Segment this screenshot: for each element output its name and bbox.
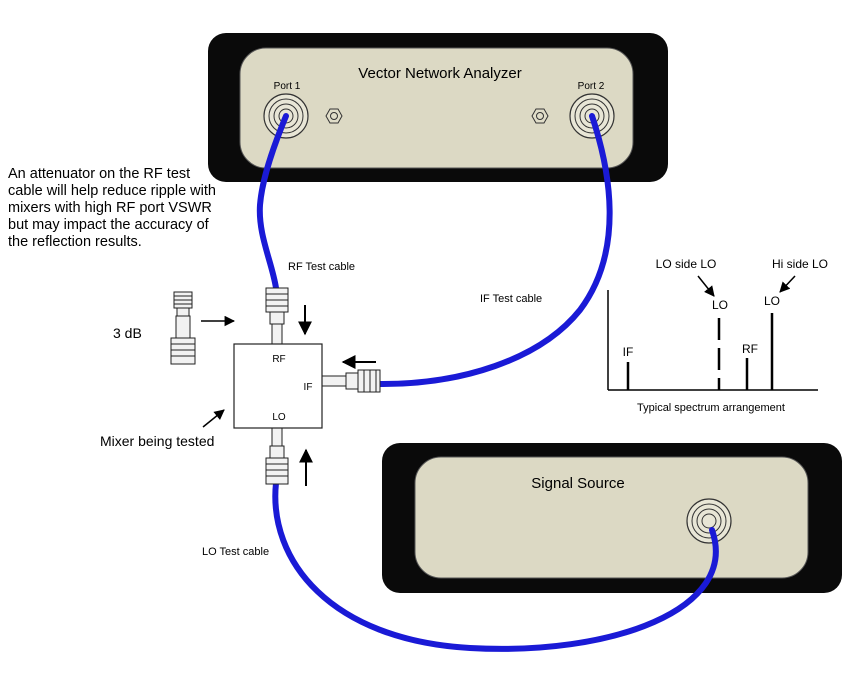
port2-label: Port 2 <box>578 81 605 92</box>
spectrum-caption: Typical spectrum arrangement <box>637 402 785 414</box>
signal-source: Signal Source <box>382 443 842 593</box>
lo-test-cable <box>272 480 719 652</box>
rf-connector <box>265 287 289 345</box>
spectrum-rf-label: RF <box>742 342 758 356</box>
attenuator-3db <box>170 291 196 365</box>
spectrum-if-label: IF <box>623 345 634 359</box>
spectrum-lo-high-label: LO <box>764 294 780 308</box>
spectrum-plot: IF RF LO LO LO side LO Hi side LO Typica… <box>607 257 828 414</box>
port1-label: Port 1 <box>274 81 301 92</box>
mixer-pointer-arrow <box>202 409 225 428</box>
ground-terminal-left <box>325 108 343 124</box>
signal-source-title: Signal Source <box>531 475 624 492</box>
lo-connector <box>265 427 289 485</box>
mixer-under-test: RF IF LO <box>233 343 323 429</box>
spectrum-lo-high-callout: Hi side LO <box>772 257 828 271</box>
attenuator-note: An attenuator on the RF test cable will … <box>8 166 216 250</box>
spectrum-lo-low-callout: LO side LO <box>656 257 717 271</box>
signal-source-output-connector[interactable] <box>686 498 732 544</box>
rf-cable-label: RF Test cable <box>288 261 355 273</box>
signal-source-front-panel <box>414 456 809 579</box>
mixer-rf-port-label: RF <box>272 354 285 365</box>
if-test-cable <box>375 113 613 388</box>
ground-terminal-right <box>531 108 549 124</box>
spectrum-lo-low-label: LO <box>712 298 728 312</box>
mixer-if-port-label: IF <box>304 382 313 393</box>
mixer-lo-port-label: LO <box>272 412 286 423</box>
rf-test-cable <box>256 113 289 291</box>
if-connector <box>321 369 381 393</box>
lo-high-callout-arrow <box>779 275 796 293</box>
vector-network-analyzer: Vector Network Analyzer Port 1 Port 2 <box>208 33 668 182</box>
if-cable-label: IF Test cable <box>480 293 542 305</box>
lo-low-callout-arrow <box>697 275 715 297</box>
attenuator-label: 3 dB <box>113 325 142 341</box>
mixer-body <box>233 343 323 429</box>
mixer-caption: Mixer being tested <box>100 433 214 449</box>
vna-front-panel <box>239 47 634 169</box>
lo-cable-label: LO Test cable <box>202 546 269 558</box>
vna-title: Vector Network Analyzer <box>358 65 521 82</box>
